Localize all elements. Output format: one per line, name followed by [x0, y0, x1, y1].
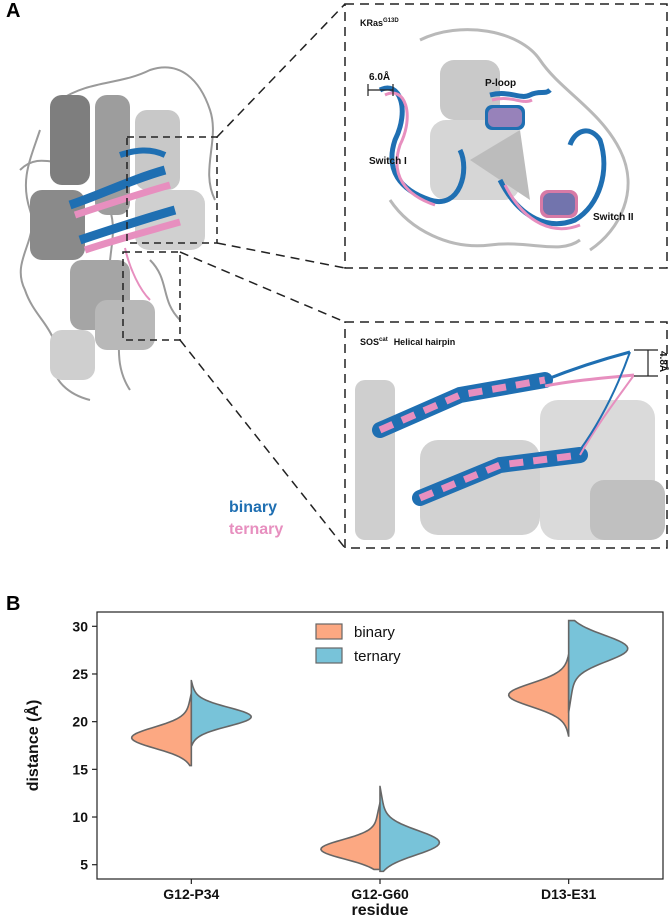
switch1-label: Switch I [369, 156, 407, 167]
zoom-box-kras [126, 136, 218, 244]
sos-measure-label: 4.8Å [657, 351, 670, 372]
full-complex-colored-helices [68, 147, 181, 301]
violin-binary-G12-P34 [130, 692, 193, 767]
legend-label-binary: binary [354, 624, 395, 641]
y-tick-label: 25 [72, 666, 88, 682]
kras-measure-label: 6.0Å [369, 70, 390, 83]
kras-inset-structure [367, 28, 630, 252]
ploop-label: P-loop [485, 78, 516, 89]
violin-ternary-G12-G60 [379, 785, 441, 873]
y-tick-label: 10 [72, 809, 88, 825]
sos-inset-structure [355, 349, 665, 540]
panel-a-letter: A [6, 0, 21, 22]
legend-ternary-text: ternary [229, 521, 283, 538]
kras-inset-title: KRasG13D [360, 18, 399, 28]
zoom-connector-lines [179, 3, 346, 549]
panel-a-figure: KRasG13D 6.0Å P-loop Switch I Switch II … [19, 3, 670, 549]
violin-ternary-D13-E31 [567, 619, 629, 713]
x-tick-label: G12-P34 [163, 886, 219, 902]
legend-swatch-ternary [315, 647, 343, 664]
y-axis-label: distance (Å) [23, 700, 42, 792]
y-tick-label: 30 [72, 618, 88, 634]
violin-binary-G12-G60 [320, 802, 381, 871]
switch2-label: Switch II [593, 212, 634, 223]
y-tick-label: 5 [80, 857, 88, 873]
x-tick-label: D13-E31 [541, 886, 596, 902]
x-tick-label: G12-G60 [351, 886, 409, 902]
violin-ternary-G12-P34 [190, 679, 253, 747]
zoom-box-sos [122, 251, 181, 341]
legend-label-ternary: ternary [354, 648, 401, 665]
y-tick-label: 15 [72, 761, 88, 777]
legend-swatch-binary [315, 623, 343, 640]
y-tick-label: 20 [72, 714, 88, 730]
legend-binary-text: binary [229, 499, 277, 516]
panel-b-letter: B [6, 593, 21, 615]
x-axis-label: residue [352, 902, 409, 915]
violin-binary-D13-E31 [507, 654, 570, 737]
